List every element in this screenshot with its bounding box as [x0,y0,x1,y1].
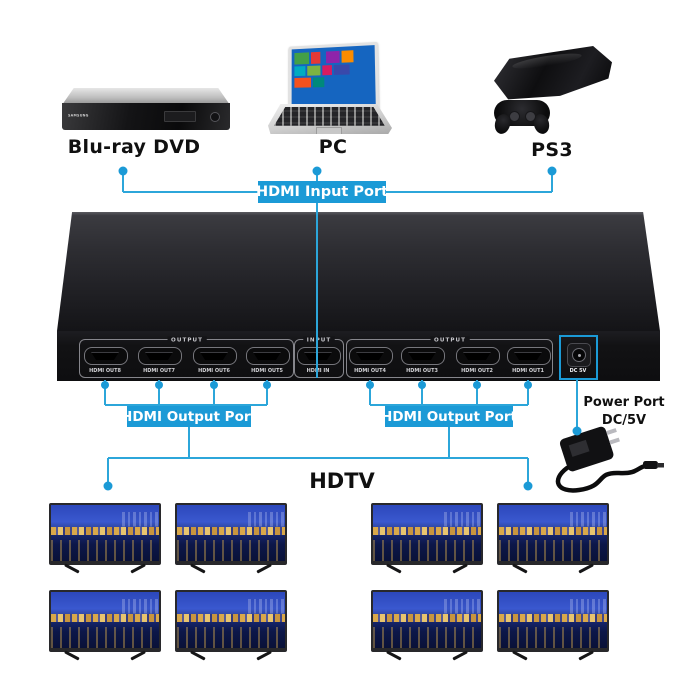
hdmi-input-port-tag: HDMI Input Port [256,181,388,203]
ps3-label: PS3 [531,139,573,161]
port-hdmi-out4 [349,347,393,365]
output-group-right-label: OUTPUT [430,336,469,343]
port-label-out8: HDMI OUT8 [89,367,121,374]
hdmi-slot [145,352,173,360]
hdmi-slot [200,352,228,360]
hdtv-label: HDTV [309,469,375,493]
device-top-face [57,212,660,331]
tv-1 [49,503,161,573]
hdmi-slot [91,352,119,360]
hdmi-slot [253,352,281,360]
blu-ray-brand-text: SAMSUNG [68,113,89,118]
tv-screen [51,505,159,561]
hdtv-wires [107,457,529,482]
dc-port-label: DC 5V [569,367,587,374]
tv-screen [177,592,285,648]
tv-screen [373,505,481,561]
port-hdmi-out1 [507,347,551,365]
port-hdmi-out3 [401,347,445,365]
port-label-out1: HDMI OUT1 [512,367,544,374]
ps3-controller [492,100,552,136]
wire-dots [101,166,582,491]
tv-6 [175,590,287,660]
tv-7 [371,590,483,660]
port-hdmi-out8 [84,347,128,365]
dc-jack-ring [572,348,586,362]
left-output-wires [104,380,268,458]
pc-label: PC [318,136,348,158]
tv-8 [497,590,609,660]
port-hdmi-out2 [456,347,500,365]
output-group-left-bracket: OUTPUT [79,336,294,378]
power-port-label-line1: Power Port [583,395,665,410]
output-group-right-bracket: OUTPUT [346,336,553,378]
hdmi-slot [356,352,384,360]
blu-ray-display-window [164,111,196,122]
hdmi-slot [408,352,436,360]
input-group-bracket: INPUT [294,336,344,378]
tv-screen [51,592,159,648]
port-label-out2: HDMI OUT2 [461,367,493,374]
hdmi-output-port-tag-right: HDMI Output Port [381,406,517,427]
hdmi-output-port-tag-left: HDMI Output Port [121,406,257,427]
pc-touchpad [316,127,342,134]
blu-ray-top-surface [62,88,230,105]
hdmi-slot [514,352,542,360]
dc-jack-pin [577,353,581,357]
port-label-out7: HDMI OUT7 [143,367,175,374]
tv-3 [371,503,483,573]
port-hdmi-out7 [138,347,182,365]
tv-2 [175,503,287,573]
pc-keyboard-base [268,104,392,134]
blu-ray-power-button-detail [210,112,220,122]
dc-port-highlight [559,335,598,380]
port-hdmi-out5 [246,347,290,365]
right-output-wires [369,380,529,458]
blu-ray-player-illustration: SAMSUNG [62,88,230,132]
ps3-console-illustration [488,42,618,138]
pc-laptop-illustration [268,41,392,136]
controller-stick-left [509,111,520,122]
dc-power-jack [567,343,591,367]
port-label-out5: HDMI OUT5 [251,367,283,374]
tv-screen [373,592,481,648]
port-label-out4: HDMI OUT4 [354,367,386,374]
tv-screen [499,505,607,561]
port-hdmi-out6 [193,347,237,365]
blu-ray-front-panel: SAMSUNG [62,103,230,130]
tv-5 [49,590,161,660]
pc-keyboard-keys [274,107,385,126]
hdmi-slot [463,352,491,360]
power-adapter-illustration [555,426,664,493]
tv-4 [497,503,609,573]
tv-screen [499,592,607,648]
input-group-label: INPUT [303,336,335,343]
port-label-out3: HDMI OUT3 [406,367,438,374]
port-label-out6: HDMI OUT6 [198,367,230,374]
controller-stick-right [525,111,536,122]
tv-screen [177,505,285,561]
power-port-label-line2: DC/5V [601,413,647,428]
blu-ray-label: Blu-ray DVD [67,136,201,158]
output-group-left-label: OUTPUT [167,336,206,343]
